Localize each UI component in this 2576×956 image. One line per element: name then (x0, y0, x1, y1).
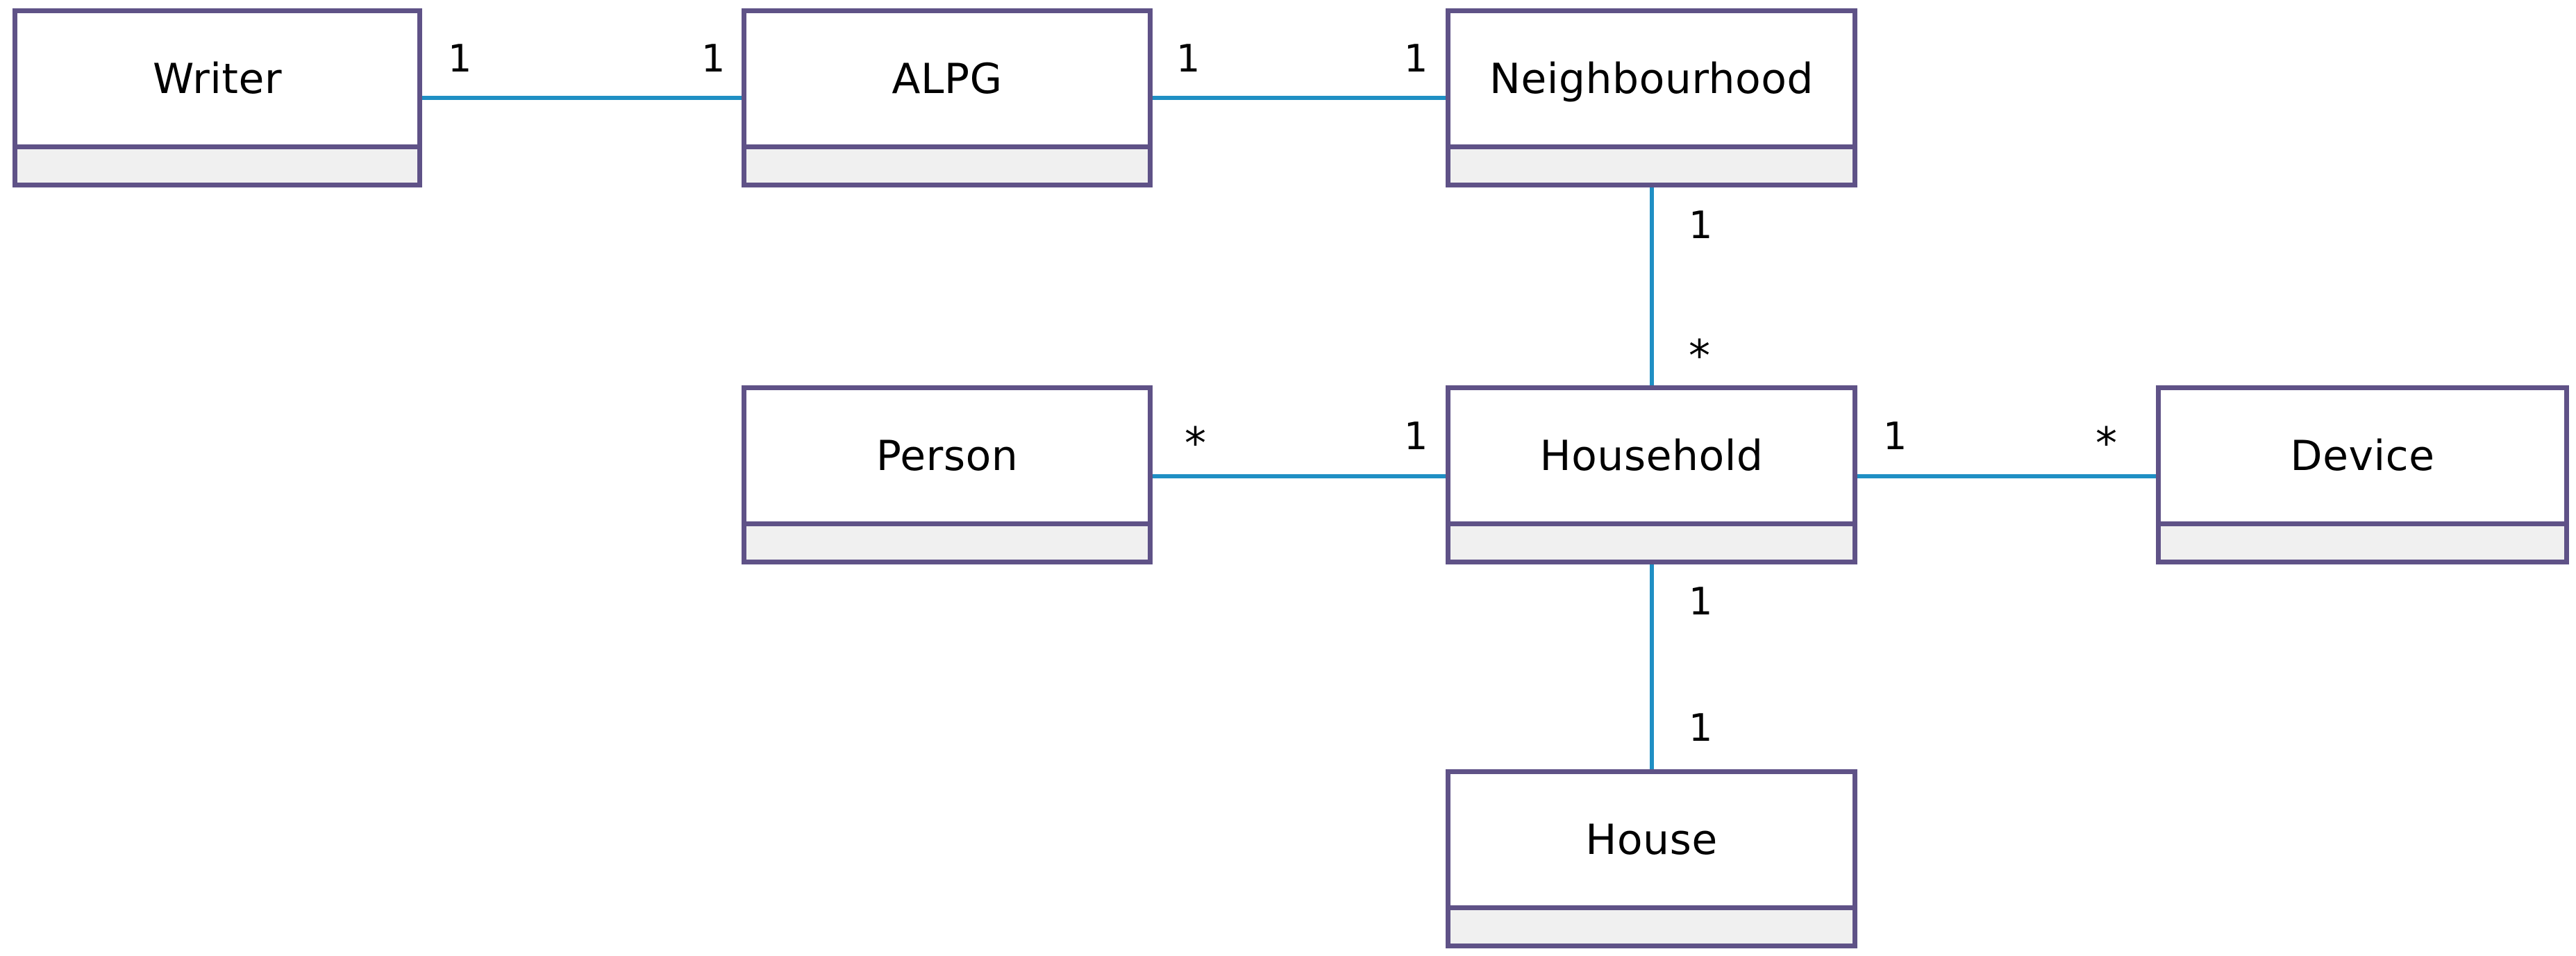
class-box-device[interactable]: Device (2156, 385, 2569, 564)
class-box-house[interactable]: House (1446, 769, 1857, 948)
multiplicity-neighbourhood-household-target: * (1689, 330, 1710, 381)
class-box-person[interactable]: Person (742, 385, 1153, 564)
class-box-household[interactable]: Household (1446, 385, 1857, 564)
class-attributes-writer (17, 144, 417, 183)
multiplicity-person-household-target: 1 (1404, 414, 1428, 458)
association-line-person-household[interactable] (1148, 474, 1451, 478)
class-attributes-household (1450, 521, 1852, 560)
multiplicity-household-device-target: * (2096, 418, 2117, 469)
class-attributes-person (746, 521, 1148, 560)
multiplicity-household-house-target: 1 (1689, 706, 1713, 750)
multiplicity-alpg-neighbourhood-source: 1 (1176, 37, 1201, 81)
class-name-house: House (1450, 774, 1852, 905)
class-attributes-neighbourhood (1450, 144, 1852, 183)
class-name-alpg: ALPG (746, 13, 1148, 144)
multiplicity-person-household-source: * (1185, 418, 1206, 469)
class-name-device: Device (2161, 390, 2564, 521)
class-attributes-house (1450, 905, 1852, 944)
association-line-neighbourhood-household[interactable] (1650, 183, 1654, 389)
association-line-household-house[interactable] (1650, 560, 1654, 773)
class-name-writer: Writer (17, 13, 417, 144)
class-box-writer[interactable]: Writer (12, 8, 422, 187)
class-name-neighbourhood: Neighbourhood (1450, 13, 1852, 144)
association-line-household-device[interactable] (1853, 474, 2161, 478)
class-box-alpg[interactable]: ALPG (742, 8, 1153, 187)
class-attributes-alpg (746, 144, 1148, 183)
multiplicity-alpg-neighbourhood-target: 1 (1404, 37, 1428, 81)
multiplicity-household-device-source: 1 (1883, 414, 1907, 458)
class-box-neighbourhood[interactable]: Neighbourhood (1446, 8, 1857, 187)
multiplicity-neighbourhood-household-source: 1 (1689, 203, 1713, 247)
multiplicity-writer-alpg-target: 1 (701, 37, 726, 81)
class-attributes-device (2161, 521, 2564, 560)
association-line-writer-alpg[interactable] (418, 96, 747, 100)
multiplicity-household-house-source: 1 (1689, 580, 1713, 623)
association-line-alpg-neighbourhood[interactable] (1148, 96, 1451, 100)
class-name-household: Household (1450, 390, 1852, 521)
class-name-person: Person (746, 390, 1148, 521)
multiplicity-writer-alpg-source: 1 (448, 37, 472, 81)
